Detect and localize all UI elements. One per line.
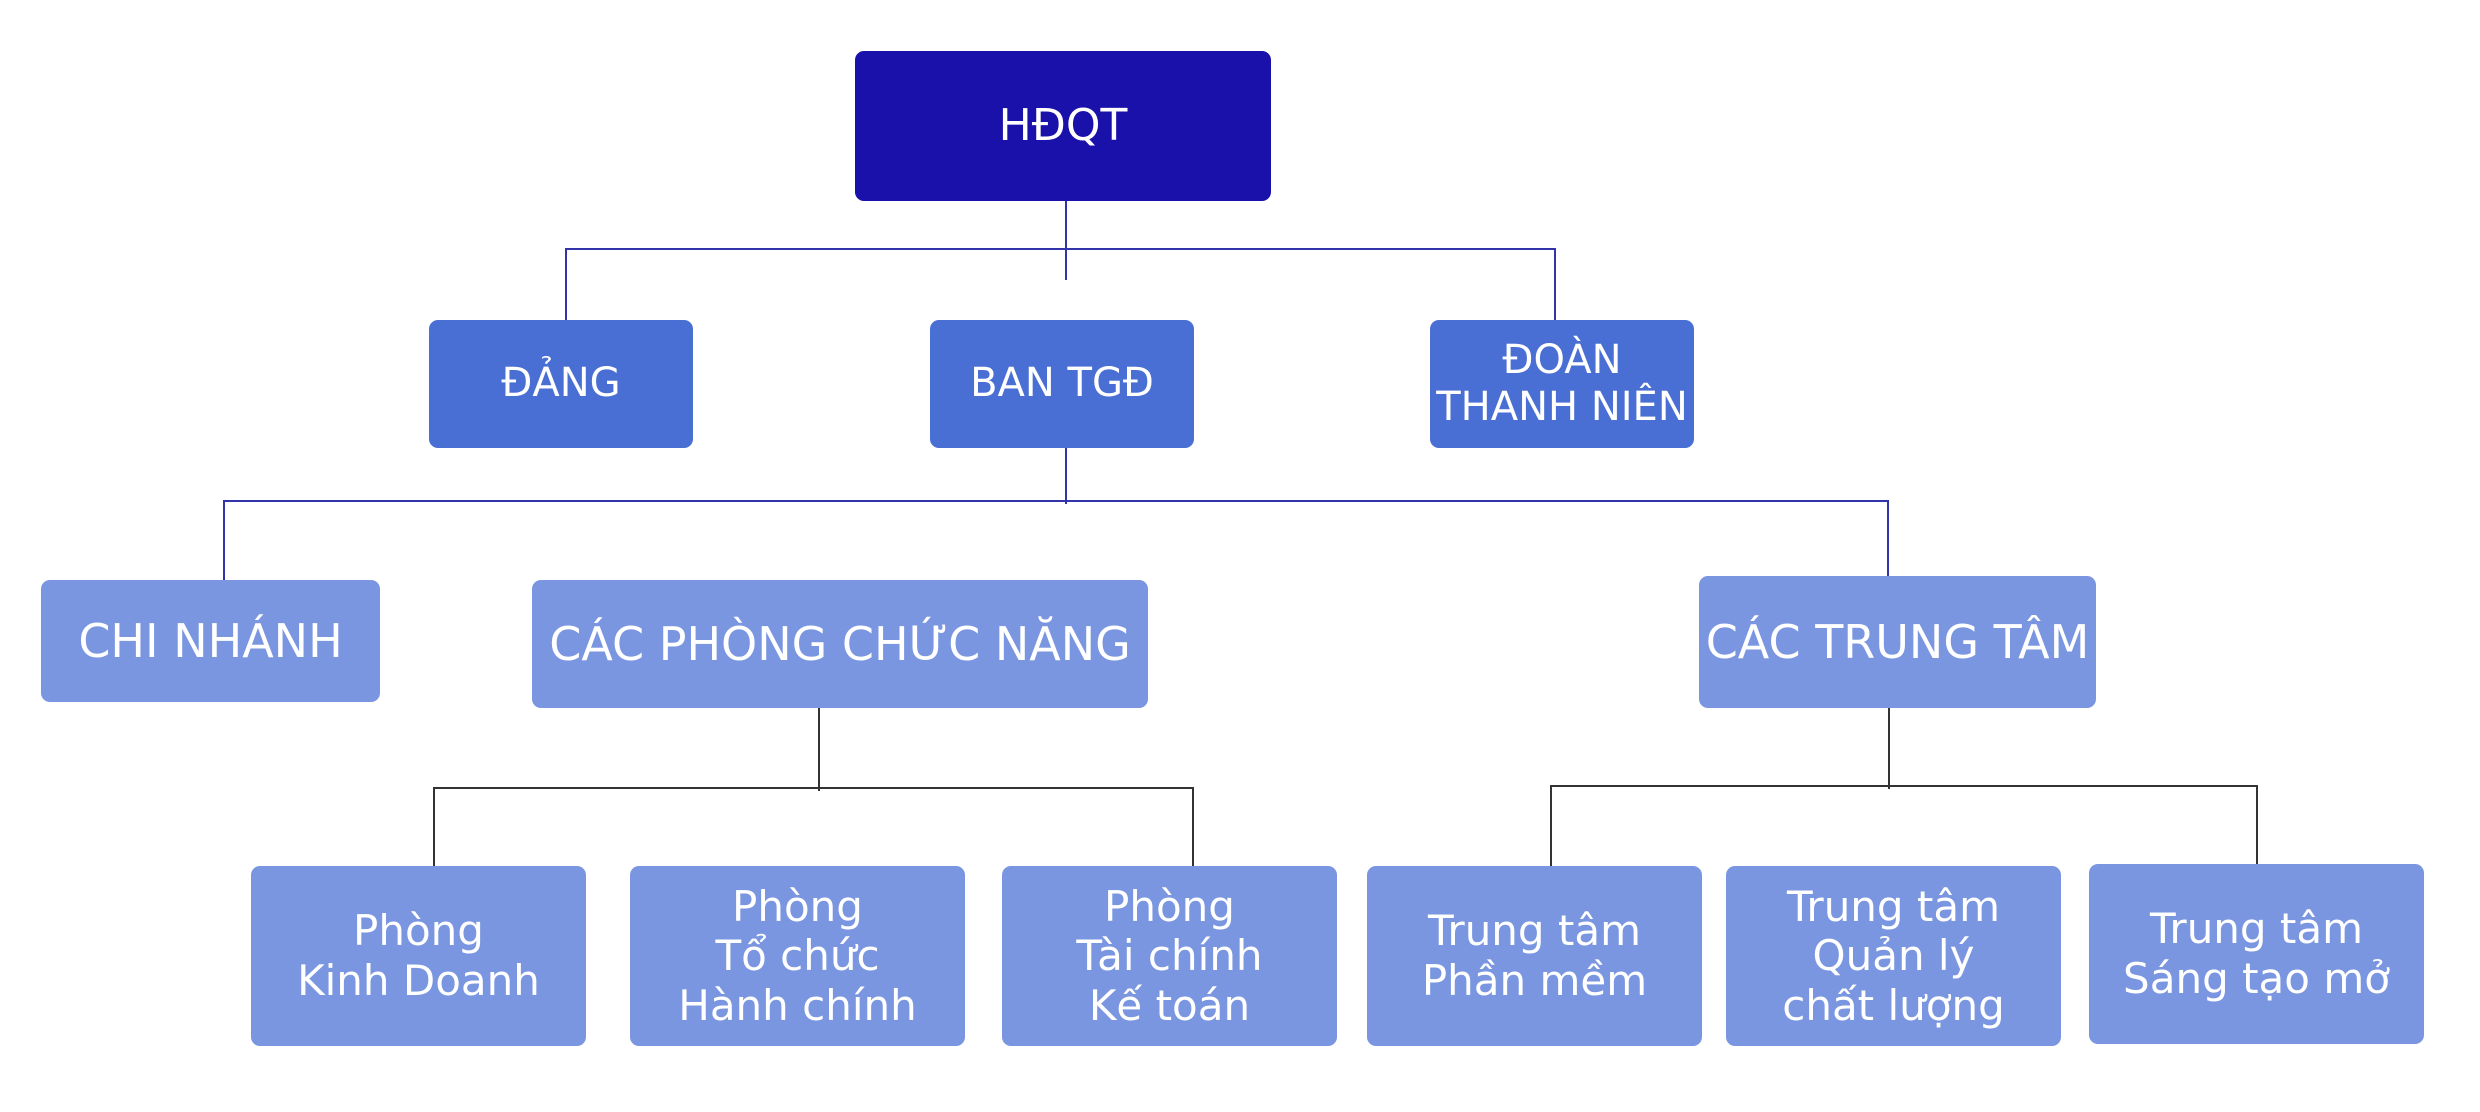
node-label-line: Trung tâm (1786, 881, 2001, 931)
node-label-line: chất lượng (1782, 980, 2005, 1030)
node-label-line: Tài chính (1076, 931, 1263, 981)
node-label-line: Phần mềm (1421, 956, 1648, 1005)
node-label-line: CÁC TRUNG TÂM (1705, 614, 2090, 669)
node-label-line: Phòng (732, 881, 863, 931)
node-label-line: ĐẢNG (501, 360, 621, 407)
node-label-line: BAN TGĐ (970, 360, 1154, 407)
node-hdqt[interactable]: HĐQT (855, 51, 1271, 201)
node-label-line: THANH NIÊN (1436, 384, 1688, 430)
node-label-line: Phòng (1104, 881, 1235, 931)
node-label-line: Trung tâm (2149, 904, 2364, 954)
node-ban-tgd[interactable]: BAN TGĐ (930, 320, 1194, 448)
node-cac-trung-tam[interactable]: CÁC TRUNG TÂM (1699, 576, 2096, 708)
node-label-line: Kế toán (1088, 980, 1251, 1030)
node-label-line: CHI NHÁNH (78, 613, 343, 668)
node-label-line: Hành chính (678, 980, 917, 1030)
node-label-line: CÁC PHÒNG CHỨC NĂNG (549, 616, 1131, 671)
node-chi-nhanh[interactable]: CHI NHÁNH (41, 580, 380, 702)
node-label-line: Trung tâm (1427, 906, 1642, 956)
node-label-line: Kinh Doanh (297, 956, 540, 1005)
node-label-line: Tổ chức (715, 931, 880, 981)
node-label-line: Sáng tạo mở (2123, 954, 2390, 1003)
node-label-line: Phòng (353, 906, 484, 956)
node-dang[interactable]: ĐẢNG (429, 320, 693, 448)
node-label-line: Quản lý (1812, 931, 1975, 981)
node-cac-phong-chuc-nang[interactable]: CÁC PHÒNG CHỨC NĂNG (532, 580, 1148, 708)
node-label-line: ĐOÀN (1502, 336, 1622, 383)
node-label-line: HĐQT (998, 100, 1128, 152)
